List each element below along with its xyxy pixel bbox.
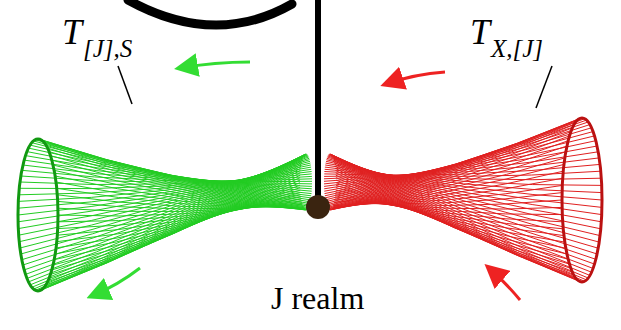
ruling-line: [58, 203, 302, 212]
ruling-line: [48, 148, 308, 209]
ruling-line: [51, 156, 307, 210]
vertical-line: [315, 0, 321, 200]
ruling-line: [52, 160, 306, 210]
green-arrow: [180, 62, 250, 68]
surface-subscript: [J],S: [83, 36, 132, 61]
ruling-line: [54, 170, 305, 209]
ruling-line: [58, 201, 303, 209]
leader-line: [118, 66, 132, 104]
ruling-line: [55, 176, 304, 209]
surface-symbol: T: [470, 14, 490, 50]
ruling-line: [325, 169, 602, 179]
red-arrow: [489, 268, 520, 300]
green-rim: [18, 139, 58, 291]
red-surface: [324, 118, 602, 282]
ruling-line: [49, 152, 307, 210]
ruling-line: [325, 165, 602, 193]
realm-caption: J realm: [271, 282, 364, 314]
ruling-line: [35, 140, 310, 200]
red-rim: [562, 118, 602, 282]
surface-symbol: T: [62, 14, 82, 50]
ruling-line: [56, 182, 304, 208]
ruling-line: [39, 139, 310, 203]
ruling-line: [43, 141, 310, 206]
green-surface: [18, 139, 312, 291]
ruling-line: [27, 154, 305, 278]
ruling-line: [325, 167, 602, 185]
surface-subscript: X,[J]: [491, 36, 543, 61]
black-arc: [128, 0, 292, 25]
ruling-line: [24, 154, 306, 270]
leader-line: [536, 66, 552, 108]
ruling-line: [336, 173, 573, 272]
ruling-line: [336, 180, 568, 259]
ruling-line: [53, 165, 305, 210]
ruling-line: [57, 195, 302, 208]
ruling-line: [46, 145, 308, 208]
realm-dot: [306, 195, 330, 219]
ruling-line: [26, 154, 306, 274]
green-arrow: [92, 268, 140, 296]
red-arrow: [386, 72, 445, 84]
